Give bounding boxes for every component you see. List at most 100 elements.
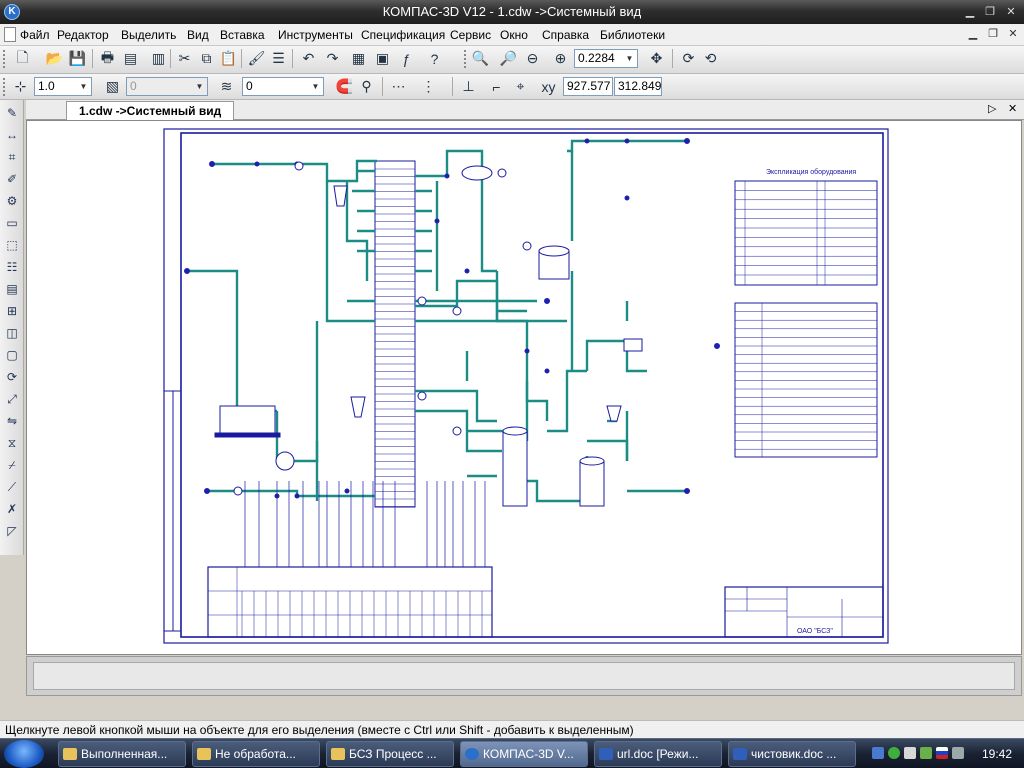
toolbar-grip[interactable] [3,78,6,96]
toolbar-grip[interactable] [464,50,467,68]
report-icon[interactable]: ▤ [6,282,18,296]
rotate-icon[interactable]: ⟳ [6,370,18,384]
process-flow-diagram[interactable]: Экспликация оборудования ОАО "БСЗ" [27,121,1021,654]
maximize-icon[interactable]: ❐ [985,6,995,18]
params-icon[interactable]: ⚙ [6,194,18,208]
menu-select[interactable]: Выделить [121,28,177,42]
insert-icon[interactable]: ⊞ [6,304,18,318]
doc-restore-icon[interactable]: ❐ [988,28,998,40]
variables-icon[interactable]: ▣ [375,50,390,66]
menu-specification[interactable]: Спецификация [361,28,446,42]
view-icon[interactable]: ▢ [6,348,18,362]
grid-settings-icon[interactable]: ⋮ [421,78,436,94]
step-icon[interactable]: ▧ [105,78,120,94]
language-flag-icon[interactable] [936,747,948,759]
line-width-combo[interactable]: 1.0 ▼ [34,77,92,96]
volume-icon[interactable] [952,747,964,759]
snap-icon[interactable]: 🧲 [335,78,354,94]
zoom-combo[interactable]: 0.2284 ▼ [574,49,638,68]
local-cs-icon[interactable]: ⊹ [14,78,27,94]
coordinates-icon[interactable]: xy [541,78,556,95]
edit-icon[interactable]: ✐ [6,172,18,186]
snap-settings-icon[interactable]: ⚲ [361,78,372,94]
properties-icon[interactable]: ☰ [272,50,285,66]
symbols-icon[interactable]: ⌗ [8,150,16,164]
menu-service[interactable]: Сервис [450,28,492,42]
layers-icon[interactable]: ≋ [220,78,233,94]
start-button[interactable] [4,740,44,768]
save-icon[interactable]: 💾 [68,50,87,66]
zoom-in-icon[interactable]: 🔎 [499,50,518,66]
menu-window[interactable]: Окно [500,28,528,42]
menu-tools[interactable]: Инструменты [278,28,353,42]
undo-icon[interactable]: ↶ [302,50,315,66]
menu-insert[interactable]: Вставка [220,28,265,42]
taskbar-item-chistovik[interactable]: чистовик.doc ... [728,741,856,767]
measure-icon[interactable]: ▭ [6,216,18,230]
taskbar-item-kompas[interactable]: КОМПАС-3D V... [460,741,588,767]
grid-icon[interactable]: ⋯ [391,78,406,94]
deform-icon[interactable]: ⧖ [7,436,17,450]
open-folder-icon[interactable]: 📂 [45,50,64,66]
layer-combo[interactable]: 0 ▼ [242,77,324,96]
menu-view[interactable]: Вид [187,28,209,42]
ortho-icon[interactable]: ⊥ [462,78,475,94]
chamfer-icon[interactable]: ◸ [7,524,17,538]
green-app-icon[interactable] [888,747,900,759]
taskbar-item-completed[interactable]: Выполненная... [58,741,186,767]
function-icon[interactable]: ƒ [402,50,411,67]
redraw-icon[interactable]: ⟲ [704,50,717,66]
drawing-viewport[interactable]: Экспликация оборудования ОАО "БСЗ" [26,120,1022,655]
zoom-out-icon[interactable]: ⊖ [526,50,539,66]
menu-editor[interactable]: Редактор [57,28,109,42]
tab-close-icon[interactable]: ✕ [1008,103,1018,115]
close-icon[interactable]: ✕ [1006,6,1016,18]
trim-icon[interactable]: ⟋ [7,480,17,494]
spec-icon[interactable]: ☷ [6,260,18,274]
round-icon[interactable]: ⌐ [492,78,501,95]
taskbar-item-url-doc[interactable]: url.doc [Режи... [594,741,722,767]
geometry-icon[interactable]: ✎ [6,106,18,120]
fragment-icon[interactable]: ◫ [6,326,18,340]
document-icon[interactable] [4,27,16,42]
dimensions-icon[interactable]: ↔ [6,128,18,142]
print-preview-icon[interactable]: ▤ [123,50,138,66]
print-icon[interactable]: 🖶 [100,48,115,65]
taskbar-item-bsz[interactable]: БСЗ Процесс ... [326,741,454,767]
chevron-down-icon[interactable]: ▼ [625,54,634,63]
new-file-icon[interactable]: 🗋 [16,48,29,65]
window-titlebar[interactable]: K КОМПАС-3D V12 - 1.cdw ->Системный вид … [0,0,1024,24]
redo-icon[interactable]: ↷ [326,50,339,66]
cursor-snap-icon[interactable]: ⌖ [516,78,525,94]
break-icon[interactable]: ⌿ [8,458,16,472]
coord-x-field[interactable]: 927.577 [563,77,613,96]
clock[interactable]: 19:42 [981,747,1012,761]
zoom-scale-icon[interactable]: ⊕ [554,50,567,66]
delete-icon[interactable]: ✗ [6,502,18,516]
scale-icon[interactable]: ⤢ [7,392,17,406]
context-help-icon[interactable]: ? [430,50,439,67]
doc-close-icon[interactable]: ✕ [1008,28,1018,40]
chevron-down-icon[interactable]: ▼ [311,82,320,91]
doc-minimize-icon[interactable]: ▁ [968,28,978,40]
coord-y-field[interactable]: 312.849 [614,77,662,96]
print-setup-icon[interactable]: ▥ [151,50,166,66]
format-brush-icon[interactable]: 🖌 [247,50,266,66]
taskbar-item-unprocessed[interactable]: Не обработа... [192,741,320,767]
select-icon[interactable]: ⬚ [6,238,18,252]
tab-document[interactable]: 1.cdw ->Системный вид [66,101,235,120]
menu-file[interactable]: Файл [20,28,50,42]
copy-icon[interactable]: ⧉ [201,50,212,66]
menu-libraries[interactable]: Библиотеки [600,28,666,42]
antivirus-icon[interactable] [920,747,932,759]
minimize-icon[interactable]: ▁ [965,6,975,18]
toolbar-grip[interactable] [3,50,6,68]
cut-icon[interactable]: ✂ [178,50,191,66]
menu-help[interactable]: Справка [542,28,590,42]
chevron-down-icon[interactable]: ▼ [79,82,88,91]
usb-icon[interactable] [904,747,916,759]
manager-icon[interactable]: ▦ [351,50,366,66]
tab-scroll-icon[interactable]: ▷ [988,103,997,115]
mirror-icon[interactable]: ⇋ [6,414,18,428]
paste-icon[interactable]: 📋 [219,50,238,66]
